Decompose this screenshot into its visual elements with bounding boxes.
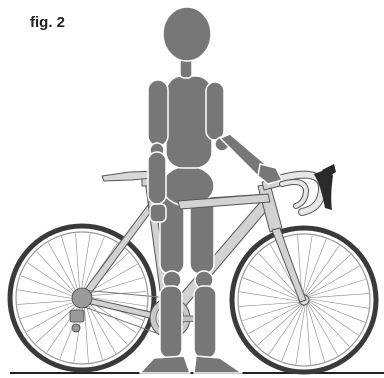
left-hand <box>150 204 166 222</box>
right-foot <box>194 356 242 373</box>
torso <box>166 76 212 168</box>
right-shin <box>194 286 216 358</box>
rear-derailleur <box>70 288 92 332</box>
left-upper-arm <box>148 80 168 146</box>
left-forearm <box>148 152 166 204</box>
right-upper-arm <box>206 82 224 140</box>
left-foot <box>140 356 190 373</box>
front-fork <box>272 228 306 302</box>
head <box>163 7 211 61</box>
handlebar <box>282 175 322 212</box>
right-hand <box>258 164 282 184</box>
left-shin <box>160 286 182 358</box>
